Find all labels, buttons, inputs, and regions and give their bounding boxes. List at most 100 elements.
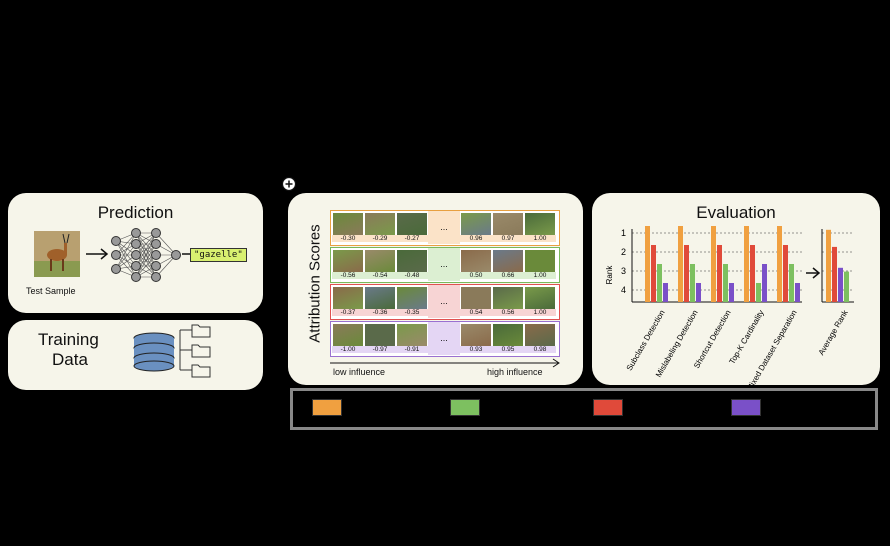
rank-bar — [723, 264, 728, 302]
training-image-thumbnail — [365, 324, 395, 346]
training-title-line2: Data — [52, 350, 88, 369]
attribution-score: 0.50 — [460, 272, 492, 279]
task-label: Top-K Cardinality — [727, 309, 765, 366]
ellipsis-cell: ... — [428, 322, 460, 355]
rank-tick-label: 2 — [621, 247, 626, 257]
rank-bar — [750, 245, 755, 302]
training-image-thumbnail — [333, 324, 363, 346]
attribution-score: 0.54 — [460, 309, 492, 316]
legend-swatch — [593, 399, 623, 416]
database-icon — [133, 332, 175, 372]
training-image-thumbnail — [365, 250, 395, 272]
attribution-score: -0.37 — [332, 309, 364, 316]
rank-bar — [696, 283, 701, 302]
legend-box — [290, 388, 878, 430]
training-image-thumbnail — [461, 250, 491, 272]
rank-bar — [663, 283, 668, 302]
attribution-score: -0.36 — [364, 309, 396, 316]
rank-bar — [762, 264, 767, 302]
rank-bar — [678, 226, 683, 302]
attribution-score: 0.93 — [460, 346, 492, 353]
training-image-thumbnail — [333, 250, 363, 272]
attribution-score: -0.29 — [364, 235, 396, 242]
attribution-score: 0.96 — [460, 235, 492, 242]
training-image-thumbnail — [493, 213, 523, 235]
axis-low-label: low influence — [333, 367, 386, 377]
attribution-vertical-title: Attribution Scores — [306, 224, 324, 343]
attribution-score: 0.98 — [524, 346, 556, 353]
rank-bar — [645, 226, 650, 302]
training-image-thumbnail — [493, 324, 523, 346]
prediction-title: Prediction — [97, 203, 174, 222]
attribution-score: -0.48 — [396, 272, 428, 279]
training-image-thumbnail — [397, 250, 427, 272]
ellipsis-cell: ... — [428, 285, 460, 318]
training-image-thumbnail — [525, 324, 555, 346]
legend-swatch — [312, 399, 342, 416]
attribution-score: 0.66 — [492, 272, 524, 279]
rank-bar — [744, 226, 749, 302]
rank-bar — [756, 283, 761, 302]
attribution-score: -0.35 — [396, 309, 428, 316]
rank-bar — [711, 226, 716, 302]
average-rank-bar — [826, 229, 831, 302]
prediction-output: "gazelle" — [190, 248, 247, 262]
rank-tick-label: 4 — [621, 285, 626, 295]
axis-high-label: high influence — [487, 367, 543, 377]
rank-bar — [789, 264, 794, 302]
average-rank-label: Average Rank — [817, 308, 851, 357]
rank-axis-label: Rank — [605, 265, 614, 285]
training-image-thumbnail — [525, 287, 555, 309]
rank-bar — [684, 245, 689, 302]
training-image-thumbnail — [365, 213, 395, 235]
attribution-score: -0.97 — [364, 346, 396, 353]
training-image-thumbnail — [493, 250, 523, 272]
arrow-right-icon — [86, 248, 109, 260]
attribution-score: -0.91 — [396, 346, 428, 353]
training-data-panel: Training Data — [8, 320, 263, 390]
training-image-thumbnail — [333, 287, 363, 309]
ellipsis-cell: ... — [428, 248, 460, 281]
rank-tick-label: 3 — [621, 266, 626, 276]
rank-bar — [777, 226, 782, 302]
test-sample-image — [34, 231, 80, 277]
training-image-thumbnail — [493, 287, 523, 309]
attribution-score: 1.00 — [524, 309, 556, 316]
attribution-score: -0.56 — [332, 272, 364, 279]
training-image-thumbnail — [333, 213, 363, 235]
average-rank-bar — [838, 267, 843, 302]
attribution-score: 1.00 — [524, 235, 556, 242]
training-image-thumbnail — [461, 213, 491, 235]
attribution-score: 0.95 — [492, 346, 524, 353]
training-image-thumbnail — [397, 324, 427, 346]
plus-circle-icon — [281, 176, 297, 192]
neural-network-icon — [111, 228, 181, 282]
rank-bar — [783, 245, 788, 302]
attribution-score: 0.97 — [492, 235, 524, 242]
legend-swatch — [731, 399, 761, 416]
rank-tick-label: 1 — [621, 228, 626, 238]
attribution-score: -0.54 — [364, 272, 396, 279]
test-sample-label: Test Sample — [26, 286, 76, 296]
arrow-right-icon — [812, 267, 821, 279]
rank-bar — [657, 264, 662, 302]
legend-swatch — [450, 399, 480, 416]
rank-bar — [729, 283, 734, 302]
ellipsis-cell: ... — [428, 211, 460, 244]
attribution-score: 1.00 — [524, 272, 556, 279]
training-image-thumbnail — [461, 287, 491, 309]
rank-bar — [717, 245, 722, 302]
average-rank-bar — [832, 246, 837, 302]
evaluation-title: Evaluation — [696, 203, 776, 222]
average-rank-bar — [844, 271, 849, 302]
prediction-panel: Prediction Test Sample "gazelle" — [8, 193, 263, 313]
attribution-score: 0.56 — [492, 309, 524, 316]
training-image-thumbnail — [525, 213, 555, 235]
rank-bar — [690, 264, 695, 302]
attribution-score: -1.00 — [332, 346, 364, 353]
